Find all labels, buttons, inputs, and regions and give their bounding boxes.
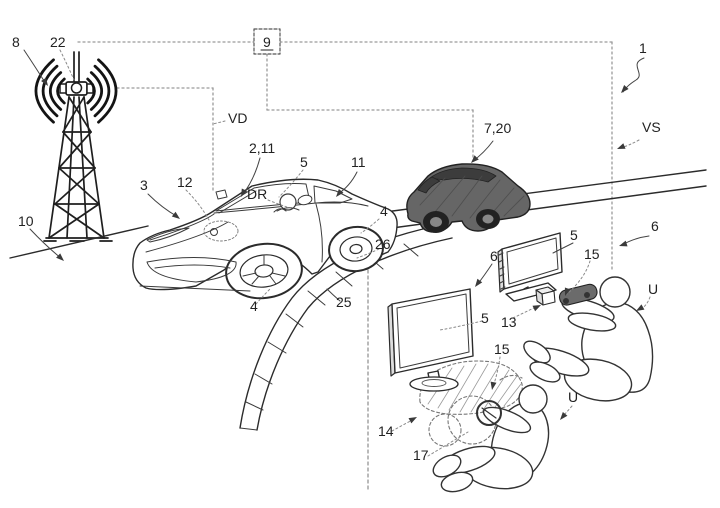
label-user2: U	[568, 389, 578, 405]
label-hood-sensor: 12	[177, 174, 193, 190]
user-1-arm	[567, 312, 617, 332]
server-box	[253, 28, 281, 55]
label-roof: 5	[300, 154, 308, 170]
label-display1-device: 6	[651, 218, 659, 234]
label-sim-controller: 17	[413, 447, 429, 463]
label-display2: 5	[481, 310, 489, 326]
label-display1: 5	[570, 227, 578, 243]
monitor-1	[497, 232, 563, 302]
label-second-vehicle: 7,20	[484, 120, 511, 136]
label-curb: 25	[336, 294, 352, 310]
label-display2-device: 6	[490, 248, 498, 264]
monitor-1-base	[505, 282, 557, 302]
user-1-shoe	[523, 340, 551, 364]
front-wheel	[225, 242, 303, 300]
label-vehicle-data: VD	[228, 110, 247, 126]
label-console: 13	[501, 314, 517, 330]
label-simulation-station: VS	[642, 119, 661, 135]
label-system: 1	[639, 40, 647, 56]
second-vehicle	[406, 163, 531, 233]
side-mirror	[297, 194, 313, 206]
network-links	[77, 41, 613, 273]
rear-wheel	[328, 225, 384, 273]
label-vehicle-ref: 2,11	[249, 140, 275, 156]
label-signal-waves: 8	[12, 34, 20, 50]
user-1-shoe	[529, 361, 561, 383]
main-vehicle	[132, 178, 398, 300]
arrowheads	[41, 77, 645, 424]
reference-labels: 8 22 9 1 VD VS 2,11 5 11 3 12 DR 4 26 4 …	[12, 34, 661, 463]
label-driver: DR	[247, 186, 267, 202]
label-door: 4	[380, 203, 388, 219]
label-simulator: 14	[378, 423, 394, 439]
tower-lattice	[43, 51, 113, 242]
user-2	[432, 384, 550, 493]
label-vehicle-rear: 11	[351, 154, 366, 170]
radio-tower	[34, 51, 118, 242]
monitor-2-base	[409, 376, 459, 392]
wheel-controller	[476, 400, 502, 426]
monitor-1-bezel-ticks	[498, 252, 506, 290]
driver-figure	[273, 193, 300, 213]
label-server: 9	[263, 34, 271, 50]
user-2-shoe	[440, 471, 474, 493]
user-1-head	[599, 276, 631, 308]
label-front-wheel: 4	[250, 298, 258, 314]
label-user1: U	[648, 281, 658, 297]
user-2-arm	[482, 406, 532, 434]
console-box	[535, 286, 556, 306]
label-vehicle-body: 3	[140, 177, 148, 193]
antenna-head	[59, 81, 94, 96]
label-controller1: 15	[584, 246, 600, 262]
label-sill: 26	[375, 236, 391, 252]
label-controller2: 15	[494, 341, 510, 357]
monitor-2	[387, 288, 474, 392]
label-road: 10	[18, 213, 34, 229]
user-2-head	[518, 384, 548, 414]
signal-waves-icon	[34, 58, 118, 124]
vehicle-shading	[419, 175, 525, 219]
label-antenna: 22	[50, 34, 66, 50]
user-1	[523, 276, 654, 402]
